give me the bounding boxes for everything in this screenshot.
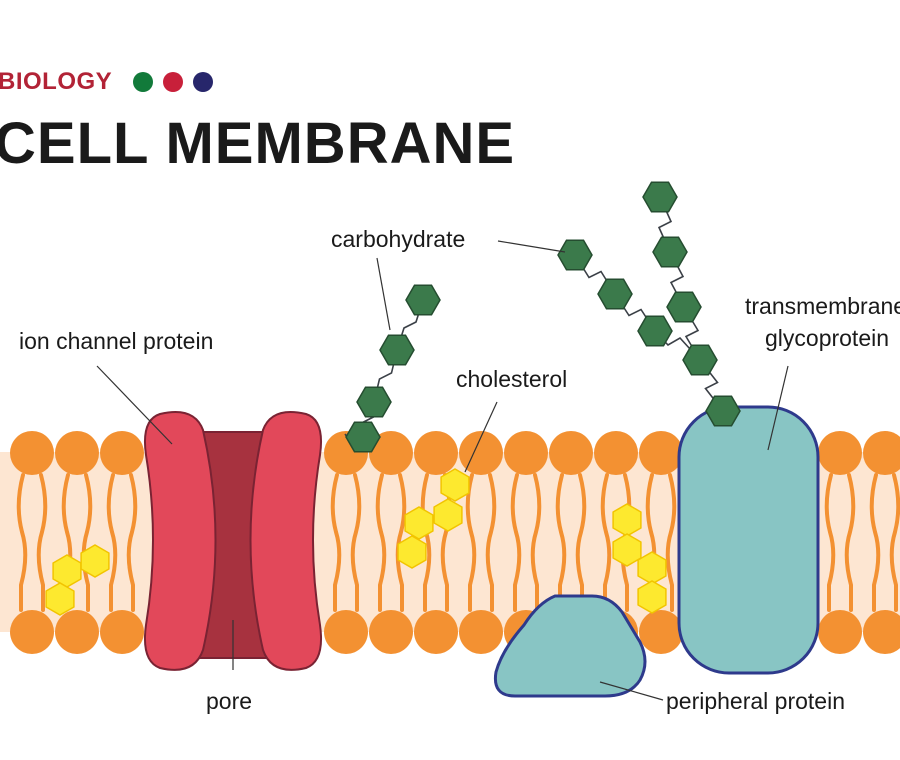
label-ion-channel-protein: ion channel protein [19, 328, 213, 354]
phospholipid-head [324, 610, 368, 654]
lipid-tail [16, 473, 28, 612]
carbohydrate-sugar [379, 334, 415, 366]
phospholipid-head [639, 610, 683, 654]
cholesterol-ring [45, 582, 75, 616]
subject-label: BIOLOGY [0, 68, 113, 95]
phospholipid-heads [10, 431, 900, 654]
phospholipid-head [818, 610, 862, 654]
label-carbohydrate: carbohydrate [331, 226, 465, 252]
ion-channel-protein [144, 411, 322, 671]
phospholipid-head [504, 431, 548, 475]
leader-line [96, 365, 173, 445]
lipid-tail [575, 473, 587, 612]
phospholipid-head [10, 431, 54, 475]
label-transmembrane: transmembrane [745, 293, 900, 319]
transmembrane-glycoprotein [677, 405, 820, 675]
color-dots [133, 72, 213, 92]
phospholipid-head [818, 431, 862, 475]
phospholipid-head [639, 431, 683, 475]
lipid-tail [530, 473, 542, 612]
phospholipid-head [459, 610, 503, 654]
lipid-tail [485, 473, 497, 612]
carbohydrate-link [657, 196, 724, 412]
phospholipid-head [863, 610, 900, 654]
cholesterol-ring [637, 551, 667, 585]
leader-line [464, 401, 498, 473]
leader-line [376, 257, 391, 331]
carbohydrate-sugar [356, 386, 392, 418]
lipid-tail [395, 473, 407, 612]
cholesterol-ring [612, 503, 642, 537]
cholesterol-ring [433, 498, 463, 532]
cholesterol-ring [440, 468, 470, 502]
red-dot [163, 72, 183, 92]
carbohydrate-chains [344, 181, 741, 453]
phospholipid-head [100, 610, 144, 654]
lipid-tail [600, 473, 612, 612]
channel-subunit-right [249, 411, 322, 671]
lipid-tail [330, 473, 342, 612]
carbohydrate-sugar [682, 344, 718, 376]
phospholipid-head [55, 610, 99, 654]
peripheral-protein [493, 594, 647, 698]
carbohydrate-sugar [652, 236, 688, 268]
carbohydrate-sugar [637, 315, 673, 347]
phospholipid-head [549, 431, 593, 475]
cholesterol-molecules [45, 468, 667, 616]
channel-subunit-left [144, 411, 217, 671]
cholesterol-ring [404, 506, 434, 540]
page-title: CELL MEMBRANE [0, 111, 516, 176]
leader-line [767, 365, 789, 451]
phospholipid-head [369, 610, 413, 654]
phospholipid-head [459, 431, 503, 475]
lipid-tail [555, 473, 567, 612]
lipid-tail [869, 473, 881, 612]
phospholipid-head [369, 431, 413, 475]
phospholipid-head [414, 431, 458, 475]
lipid-tail [106, 473, 118, 612]
cholesterol-ring [397, 535, 427, 569]
carbohydrate-sugar [705, 395, 741, 427]
label-pore: pore [206, 688, 252, 714]
label-cholesterol: cholesterol [456, 366, 567, 392]
lipid-tail [824, 473, 836, 612]
phospholipid-head [10, 610, 54, 654]
lipid-tail [126, 473, 138, 612]
lipid-tail [844, 473, 856, 612]
cholesterol-ring [637, 580, 667, 614]
carbohydrate-link [344, 299, 424, 440]
phospholipid-head [414, 610, 458, 654]
peripheral-protein-body [493, 594, 647, 698]
label-glycoprotein: glycoprotein [765, 325, 889, 351]
phospholipid-head [100, 431, 144, 475]
navy-dot [193, 72, 213, 92]
carbohydrate-sugar [666, 291, 702, 323]
lipid-tail [510, 473, 522, 612]
lipid-tail [375, 473, 387, 612]
phospholipid-head [863, 431, 900, 475]
leader-lines [96, 240, 789, 701]
phospholipid-head [55, 431, 99, 475]
lipid-tail [81, 473, 93, 612]
green-dot [133, 72, 153, 92]
lipid-tail [350, 473, 362, 612]
cholesterol-ring [80, 544, 110, 578]
carbohydrate-sugar [405, 284, 441, 316]
label-peripheral-protein: peripheral protein [666, 688, 845, 714]
carbohydrate-sugar [597, 278, 633, 310]
carbohydrate-sugar [345, 421, 381, 453]
lipid-tail [36, 473, 48, 612]
lipid-tail [665, 473, 677, 612]
phospholipid-head [594, 431, 638, 475]
carbohydrate-sugar [557, 239, 593, 271]
cholesterol-ring [52, 554, 82, 588]
leader-line [497, 240, 566, 253]
cholesterol-ring [612, 533, 642, 567]
lipid-tail [889, 473, 900, 612]
carbohydrate-sugar [642, 181, 678, 213]
glycoprotein-body [677, 405, 820, 675]
leader-line [599, 681, 664, 701]
